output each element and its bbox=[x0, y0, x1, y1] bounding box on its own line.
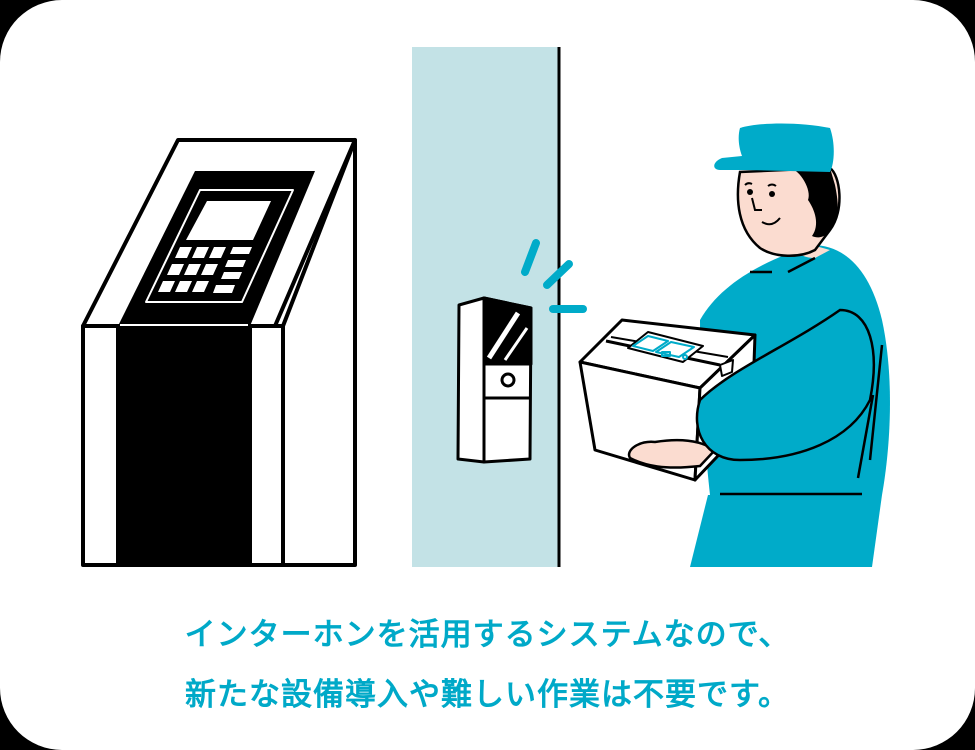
ringing-indicator bbox=[521, 239, 587, 313]
illustration bbox=[81, 47, 890, 567]
worker-arm bbox=[627, 308, 875, 469]
delivery-locker-kiosk bbox=[81, 138, 357, 567]
caption-line-1: インターホンを活用するシステムなので、 bbox=[184, 617, 791, 653]
shipping-label-icon bbox=[632, 335, 695, 360]
caption-line-2: 新たな設備導入や難しい作業は不要です。 bbox=[185, 677, 790, 713]
intercom-doorbell bbox=[456, 296, 533, 464]
keypad bbox=[158, 247, 252, 293]
caption: インターホンを活用するシステムなので、 新たな設備導入や難しい作業は不要です。 bbox=[0, 605, 975, 725]
doorbell-button-icon bbox=[500, 372, 516, 388]
